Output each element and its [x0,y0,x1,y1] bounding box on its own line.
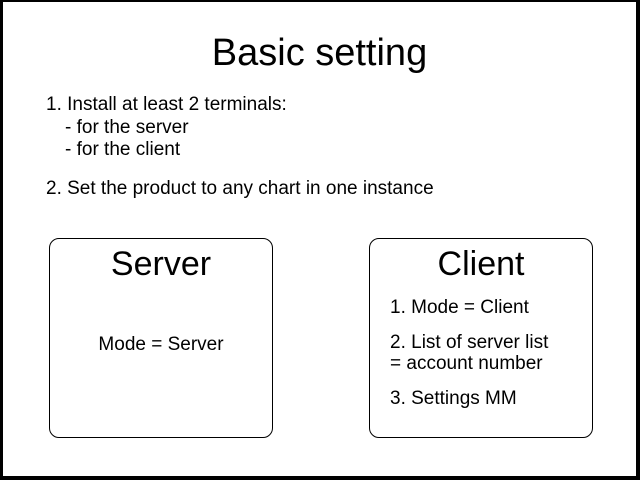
client-item-server-list: 2. List of server list = account number [390,332,549,374]
client-items-list: 1. Mode = Client 2. List of server list … [390,297,586,423]
client-box: Client 1. Mode = Client 2. List of serve… [369,238,593,438]
intro-subitem-for-client: - for the client [65,139,181,160]
server-mode-note: Mode = Server [98,334,224,355]
page-title: Basic setting [211,32,428,74]
server-box-title: Server [110,245,212,283]
intro-item-install-terminals: 1. Install at least 2 terminals: [46,94,287,115]
server-box: Server Mode = Server [49,238,273,438]
client-item-mode: 1. Mode = Client [390,297,529,318]
client-box-title: Client [437,245,525,283]
client-item-settings-mm: 3. Settings MM [390,388,517,409]
slide-canvas: Basic setting 1. Install at least 2 term… [3,2,636,476]
intro-item-set-product: 2. Set the product to any chart in one i… [46,178,434,199]
intro-subitem-for-server: - for the server [65,117,189,138]
